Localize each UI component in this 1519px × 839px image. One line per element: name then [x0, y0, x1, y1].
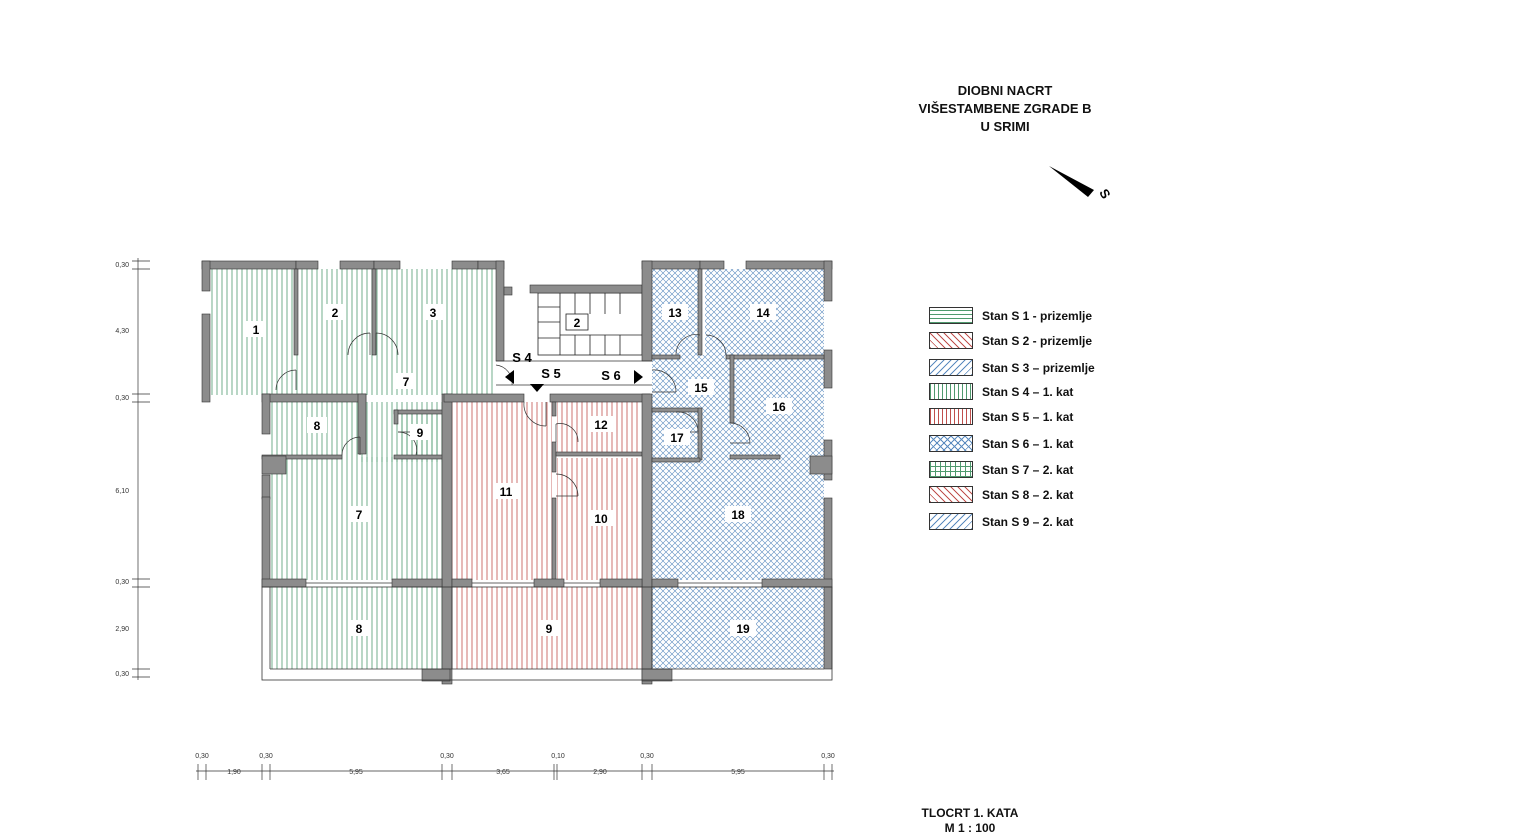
legend-item: Stan S 2 - prizemlje — [929, 331, 1189, 351]
unit-markers: S 4 S 5 S 6 — [505, 350, 643, 392]
legend-label: Stan S 6 – 1. kat — [982, 437, 1074, 451]
dim-label: 0,30 — [115, 579, 129, 586]
horizontal-dimensions — [196, 764, 834, 780]
unit-s4-label: S 4 — [512, 350, 532, 365]
legend-swatch — [929, 307, 973, 324]
unit-s6-label: S 6 — [601, 368, 621, 383]
stair-label: 2 — [574, 316, 581, 330]
north-arrow-icon — [1049, 166, 1094, 197]
dim-label: 5,95 — [731, 769, 745, 776]
walls — [201, 260, 833, 685]
legend-label: Stan S 7 – 2. kat — [982, 463, 1074, 477]
unit-s5-label: S 5 — [541, 366, 561, 381]
legend-label: Stan S 4 – 1. kat — [982, 385, 1074, 399]
legend-swatch — [929, 486, 973, 503]
room-label: 16 — [772, 400, 786, 414]
vertical-dimensions — [132, 258, 150, 680]
arrow-down-icon — [530, 384, 544, 392]
dim-label: 2,90 — [115, 626, 129, 633]
legend-item: Stan S 1 - prizemlje — [929, 306, 1189, 326]
dim-label: 0,30 — [259, 753, 273, 760]
room-label: 17 — [670, 431, 684, 445]
dim-label: 5,95 — [349, 769, 363, 776]
north-arrow: S — [1049, 166, 1114, 202]
arrow-left-icon — [505, 370, 514, 384]
legend-swatch — [929, 408, 973, 425]
legend-label: Stan S 9 – 2. kat — [982, 515, 1074, 529]
legend-label: Stan S 2 - prizemlje — [982, 334, 1093, 348]
dim-label: 2,90 — [593, 769, 607, 776]
room-label: 18 — [731, 508, 745, 522]
room-label: 8 — [314, 419, 321, 433]
legend-item: Stan S 4 – 1. kat — [929, 382, 1189, 402]
room-label: 11 — [500, 485, 513, 499]
dim-label: 0,30 — [821, 753, 835, 760]
legend-swatch — [929, 435, 973, 452]
room-label: 7 — [403, 375, 410, 389]
apartment-s6-fills — [652, 269, 824, 669]
drawing-title: DIOBNI NACRT VIŠESTAMBENE ZGRADE B U SRI… — [880, 82, 1130, 136]
title-line-2: VIŠESTAMBENE ZGRADE B — [918, 101, 1092, 116]
footer-line-1: TLOCRT 1. KATA — [921, 806, 1019, 820]
legend-swatch — [929, 332, 973, 349]
dim-label: 6,10 — [115, 488, 129, 495]
dim-label: 0,30 — [115, 262, 129, 269]
dim-label: 0,30 — [115, 395, 129, 402]
legend-label: Stan S 8 – 2. kat — [982, 488, 1074, 502]
legend-swatch — [929, 461, 973, 478]
dim-label: 0,30 — [115, 671, 129, 678]
dim-label: 3,65 — [496, 769, 510, 776]
room-label: 2 — [332, 306, 339, 320]
legend-item: Stan S 8 – 2. kat — [929, 485, 1189, 505]
legend-label: Stan S 5 – 1. kat — [982, 410, 1074, 424]
room-label: 1 — [253, 323, 260, 337]
dim-label: 0,30 — [640, 753, 654, 760]
staircase — [537, 292, 643, 356]
room-label: 13 — [668, 306, 682, 320]
dim-label: 0,30 — [195, 753, 209, 760]
room-label: 14 — [756, 306, 770, 320]
legend-item: Stan S 5 – 1. kat — [929, 407, 1189, 427]
legend-item: Stan S 6 – 1. kat — [929, 434, 1189, 454]
legend-label: Stan S 3 – prizemlje — [982, 361, 1095, 375]
north-label: S — [1096, 186, 1113, 201]
drawing-footer: TLOCRT 1. KATA M 1 : 100 — [910, 806, 1030, 836]
room-label: 3 — [430, 306, 437, 320]
room-label: 15 — [694, 381, 708, 395]
dim-label: 1,90 — [227, 769, 241, 776]
room-label: 9 — [417, 426, 424, 440]
room-label: 10 — [594, 512, 608, 526]
legend-label: Stan S 1 - prizemlje — [982, 309, 1093, 323]
legend-swatch — [929, 383, 973, 400]
legend-item: Stan S 7 – 2. kat — [929, 460, 1189, 480]
legend-swatch — [929, 513, 973, 530]
footer-line-2: M 1 : 100 — [944, 821, 996, 835]
room-labels: 1 2 3 2 7 8 9 7 8 11 12 10 9 13 14 15 16… — [246, 304, 792, 636]
dim-label: 0,10 — [551, 753, 565, 760]
arrow-right-icon — [634, 370, 643, 384]
title-line-1: DIOBNI NACRT — [957, 83, 1053, 98]
room-label: 7 — [356, 508, 363, 522]
legend-item: Stan S 9 – 2. kat — [929, 512, 1189, 532]
title-line-3: U SRIMI — [980, 119, 1030, 134]
legend-item: Stan S 3 – prizemlje — [929, 358, 1189, 378]
room-label: 9 — [546, 622, 553, 636]
dim-label: 4,30 — [115, 328, 129, 335]
room-label: 12 — [594, 418, 608, 432]
legend-swatch — [929, 359, 973, 376]
room-label: 19 — [736, 622, 750, 636]
dim-label: 0,30 — [440, 753, 454, 760]
room-label: 8 — [356, 622, 363, 636]
